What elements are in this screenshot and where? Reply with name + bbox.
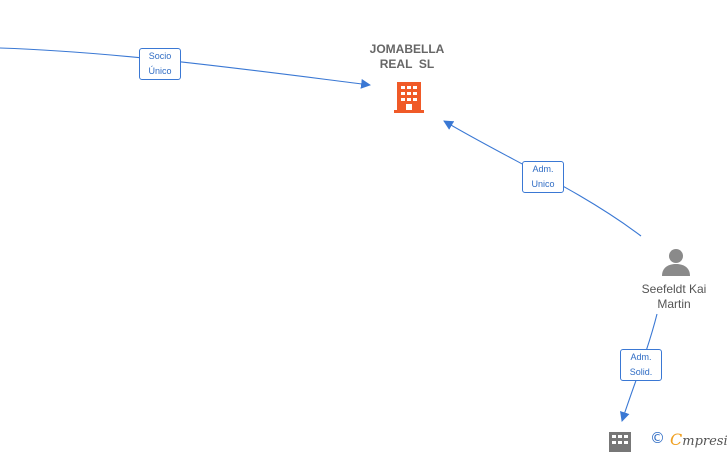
person-name-line1: Seefeldt Kai (641, 282, 707, 296)
person-name-line2: Martin (657, 297, 691, 311)
edge-label-line1: Adm. (630, 352, 652, 362)
edge-label-line2: Unico (531, 179, 555, 189)
edge-label-line1: Socio (148, 51, 172, 61)
company-name-jomabella[interactable]: JOMABELLA REAL SL (348, 42, 466, 72)
edge-label-adm-solid[interactable]: Adm. Solid. (620, 349, 662, 381)
edge-socio-unico (0, 47, 371, 89)
building-icon-secondary[interactable] (607, 430, 633, 452)
person-icon[interactable] (661, 248, 691, 276)
brand-logo[interactable]: Cmpresia (670, 430, 728, 449)
brand-text: mpresia (682, 434, 728, 449)
edge-label-socio-unico[interactable]: Socio Único (139, 48, 181, 80)
person-name-seefeldt[interactable]: Seefeldt Kai Martin (624, 282, 724, 312)
building-icon[interactable] (393, 80, 425, 114)
edge-label-line2: Único (148, 66, 172, 76)
edge-label-line2: Solid. (629, 367, 653, 377)
edge-label-adm-unico[interactable]: Adm. Unico (522, 161, 564, 193)
company-name-line2: REAL SL (379, 57, 435, 71)
edge-label-line1: Adm. (532, 164, 554, 174)
brand-initial: C (670, 430, 683, 449)
company-name-line1: JOMABELLA (369, 42, 445, 56)
copyright-symbol: © (650, 429, 665, 447)
